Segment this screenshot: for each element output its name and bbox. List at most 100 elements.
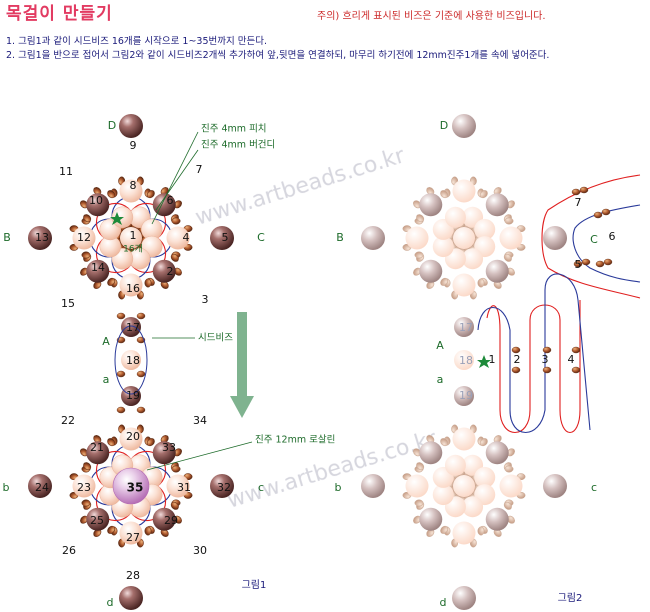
fig2-letter-a: a bbox=[437, 373, 444, 386]
bead-number-23: 23 bbox=[77, 481, 91, 494]
bead-number-13: 13 bbox=[35, 231, 49, 244]
burgundy-pearl bbox=[210, 474, 234, 498]
connector-pearl bbox=[121, 350, 141, 370]
fig2-letter-A: A bbox=[436, 339, 444, 352]
added-seed-bead bbox=[601, 208, 611, 216]
center-pearl bbox=[453, 227, 475, 249]
burgundy-pearl bbox=[485, 441, 509, 465]
red-thread bbox=[486, 300, 581, 434]
center-pearl bbox=[120, 227, 142, 249]
burgundy-pearl bbox=[86, 441, 110, 465]
watermark-top: www.artbeads.co.kr bbox=[192, 143, 408, 231]
seed-bead bbox=[170, 501, 179, 510]
bead-number-33: 33 bbox=[162, 441, 176, 454]
peach-pearl bbox=[444, 206, 466, 228]
bead-number-29: 29 bbox=[164, 514, 178, 527]
outer-pearl bbox=[452, 179, 476, 203]
bead-number-18: 18 bbox=[126, 354, 140, 367]
added-seed-bead bbox=[573, 260, 583, 268]
burgundy-pearl bbox=[86, 193, 110, 217]
seed-bead bbox=[107, 438, 116, 447]
burgundy-pearl bbox=[419, 507, 443, 531]
letter-c: c bbox=[258, 481, 264, 494]
seed-bead bbox=[116, 370, 126, 378]
center-pearl bbox=[453, 475, 475, 497]
seed-bead bbox=[416, 214, 425, 223]
burgundy-pearl bbox=[119, 586, 143, 610]
callout-rosaline: 진주 12mm 로살린 bbox=[255, 435, 335, 446]
bead-number-27: 27 bbox=[126, 531, 140, 544]
seed-bead bbox=[116, 312, 126, 320]
letter-D: D bbox=[108, 119, 116, 132]
burgundy-pearl bbox=[152, 507, 176, 531]
seed-bead bbox=[107, 277, 116, 286]
figure-2-caption: 그림2 bbox=[558, 592, 583, 604]
fig2-number-3: 3 bbox=[542, 353, 549, 366]
burgundy-pearl bbox=[28, 226, 52, 250]
faded-pearl bbox=[361, 474, 385, 498]
outer-pearl bbox=[499, 226, 523, 250]
bead-number-21: 21 bbox=[90, 441, 104, 454]
seed-bead bbox=[479, 190, 488, 199]
seed-bead bbox=[144, 278, 152, 288]
callout-peach: 진주 4mm 피치 bbox=[201, 123, 267, 135]
watermark-group: www.artbeads.co.kr www.artbeads.co.kr bbox=[192, 143, 440, 514]
figure-1 bbox=[28, 114, 254, 610]
letter-d: d bbox=[107, 596, 114, 609]
outer-pearl bbox=[72, 226, 96, 250]
bead-number-35: 35 bbox=[127, 481, 144, 495]
seed-bead bbox=[136, 406, 146, 414]
added-seed-bead bbox=[571, 346, 581, 354]
bead-number-7: 7 bbox=[196, 163, 203, 176]
added-seed-bead bbox=[542, 346, 552, 354]
bead-number-9: 9 bbox=[130, 139, 137, 152]
figure-2 bbox=[361, 114, 641, 610]
added-seed-bead bbox=[511, 366, 521, 374]
seed-bead bbox=[144, 526, 152, 536]
burgundy-pearl bbox=[419, 259, 443, 283]
outer-pearl bbox=[452, 427, 476, 451]
burgundy-pearl bbox=[152, 441, 176, 465]
fig2-number-7: 7 bbox=[575, 196, 582, 209]
seed-bead bbox=[440, 438, 449, 447]
burgundy-pearl bbox=[86, 507, 110, 531]
burgundy-pearl bbox=[119, 114, 143, 138]
callout-line bbox=[151, 131, 199, 225]
seed-bead bbox=[83, 462, 92, 471]
faded-pearl bbox=[543, 474, 567, 498]
bead-number-6: 6 bbox=[167, 194, 174, 207]
faded-pearl bbox=[454, 317, 474, 337]
fig2-number-1: 1 bbox=[489, 353, 496, 366]
added-seed-bead bbox=[595, 260, 605, 268]
bead-number-26: 26 bbox=[62, 544, 76, 557]
outer-pearl bbox=[119, 521, 143, 545]
outer-pearl bbox=[119, 273, 143, 297]
seed-bead bbox=[81, 251, 91, 259]
seed-bead bbox=[479, 438, 488, 447]
bead-number-2: 2 bbox=[167, 265, 174, 278]
bead-number-34: 34 bbox=[193, 414, 207, 427]
bead-number-5: 5 bbox=[222, 231, 229, 244]
outer-pearl bbox=[72, 474, 96, 498]
seed-bead bbox=[504, 217, 514, 225]
added-seed-bead bbox=[571, 188, 581, 196]
fig2-letter-B: B bbox=[336, 231, 344, 244]
peach-pearl bbox=[462, 496, 484, 518]
bead-number-16: 16 bbox=[126, 282, 140, 295]
seed-bead bbox=[440, 190, 449, 199]
page-title: 목걸이 만들기 bbox=[6, 4, 113, 24]
burgundy-pearl bbox=[152, 259, 176, 283]
instruction-step-2: 2. 그림1을 반으로 접어서 그림2와 같이 시드비즈2개씩 추가하여 앞,뒷… bbox=[6, 50, 550, 61]
callout-count-16: 16개 bbox=[123, 244, 143, 255]
outer-pearl bbox=[499, 474, 523, 498]
bead-number-31: 31 bbox=[177, 481, 191, 494]
added-seed-bead bbox=[542, 366, 552, 374]
fig2-letter-b: b bbox=[335, 481, 342, 494]
added-seed-bead bbox=[581, 258, 591, 266]
seed-bead bbox=[146, 190, 155, 199]
outer-pearl bbox=[166, 474, 190, 498]
outer-pearl bbox=[119, 179, 143, 203]
peach-pearl bbox=[462, 248, 484, 270]
added-seed-bead bbox=[603, 258, 613, 266]
